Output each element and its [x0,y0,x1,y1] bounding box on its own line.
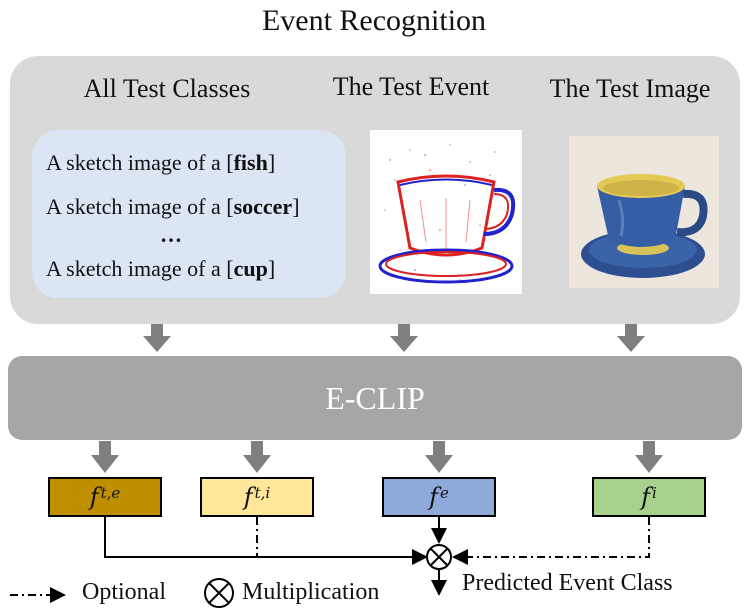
legend-multiplication-icon [204,578,234,608]
test-classes-box [32,130,346,298]
legend-optional-label: Optional [82,579,166,605]
event-header: The Test Event [332,72,490,101]
e-clip-model-block: E-CLIP [8,356,742,440]
line-fi-to-mult [452,517,650,565]
arrow-image-to-eclip [617,324,645,352]
multiplication-node [426,544,452,570]
prompt-ellipsis: … [160,222,182,247]
legend-multiplication-label: Multiplication [242,579,380,605]
arrow-eclip-to-fti [243,441,271,473]
prompt-soccer: A sketch image of a [soccer] [46,194,300,219]
arrow-event-to-eclip [390,324,418,352]
arrow-eclip-to-fe [425,441,453,473]
test-event-image [370,130,522,294]
line-fte-to-mult [104,517,428,565]
image-header: The Test Image [549,74,711,103]
classes-header: All Test Classes [83,74,251,103]
prompt-fish: A sketch image of a [fish] [46,150,276,175]
diagram-title: Event Recognition [261,4,487,37]
arrow-eclip-to-fte [91,441,119,473]
prompt-cup: A sketch image of a [cup] [46,256,276,281]
test-image-photo [569,136,719,288]
arrow-classes-to-eclip [143,324,171,352]
arrow-eclip-to-fi [635,441,663,473]
predicted-event-class-label: Predicted Event Class [462,570,673,596]
